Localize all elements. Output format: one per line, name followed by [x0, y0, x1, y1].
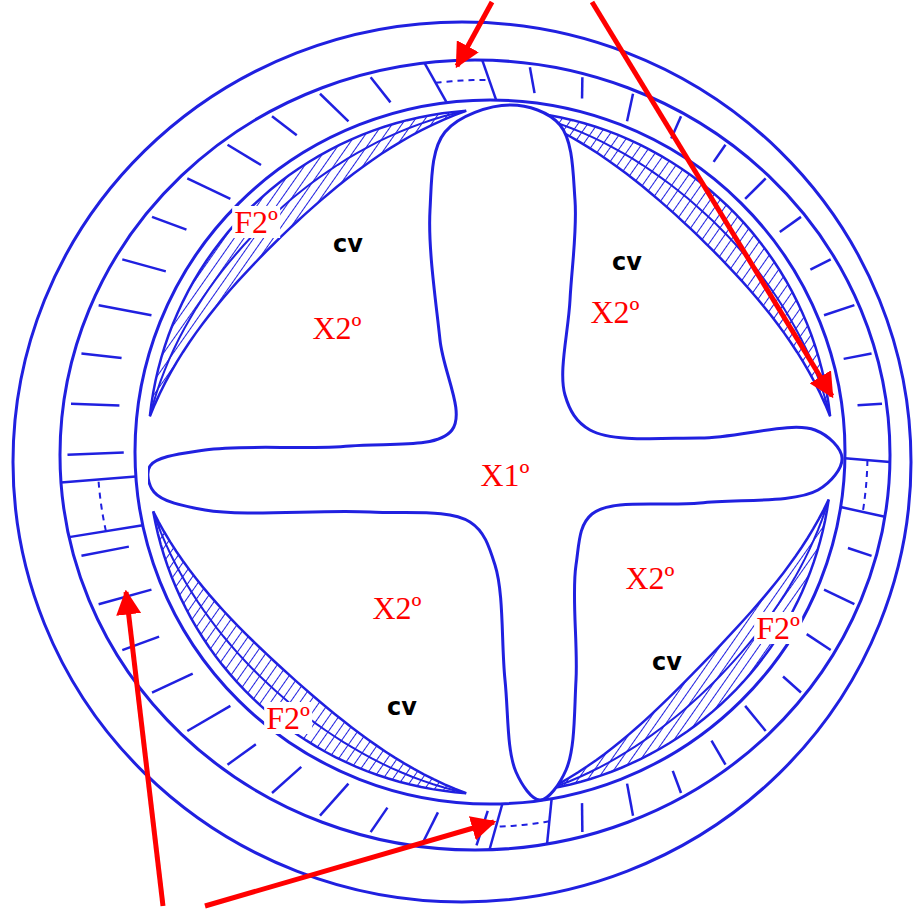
tissue-label: X2º	[310, 312, 363, 344]
dashed-cell	[496, 821, 549, 826]
cell-wall	[807, 634, 831, 650]
cell-wall	[320, 94, 348, 122]
cell-wall	[824, 305, 854, 315]
cell-wall	[745, 178, 766, 199]
cell-wall	[671, 116, 681, 138]
cell-wall	[810, 259, 830, 269]
cell-wall	[71, 404, 119, 406]
dashed-cell	[436, 80, 490, 83]
cell-wall	[152, 217, 186, 230]
cell-wall	[711, 741, 725, 765]
cambium-label: cv	[650, 650, 684, 674]
cambium-line	[150, 111, 466, 416]
pericycle-outline	[135, 100, 845, 804]
tissue-label: X2º	[623, 562, 676, 594]
cambium-label: cv	[610, 250, 644, 274]
tissue-label: F2º	[264, 702, 312, 734]
tissue-label: X1º	[480, 459, 529, 491]
cell-wall	[673, 771, 681, 793]
cell-wall	[783, 676, 801, 692]
cell-wall	[122, 259, 166, 271]
cell-wall	[99, 590, 152, 605]
cell-wall	[824, 590, 854, 605]
cell-walls	[61, 60, 890, 850]
phloem-strip	[153, 511, 466, 793]
endodermis-outline	[60, 60, 890, 850]
cell-wall	[81, 354, 121, 358]
cell-wall	[780, 217, 801, 232]
cell-wall	[858, 404, 882, 405]
cell-wall	[228, 145, 261, 165]
cell-wall	[228, 744, 256, 764]
tissue-label: F2º	[754, 612, 802, 644]
cell-wall	[152, 674, 193, 693]
dashed-cell	[98, 480, 105, 532]
cell-wall	[477, 811, 488, 846]
cell-wall	[320, 784, 348, 816]
cell-wall	[581, 803, 584, 832]
cambium-label: cv	[385, 695, 419, 719]
cell-wall	[714, 145, 726, 162]
cambium-label: cv	[331, 232, 365, 256]
cell-wall	[61, 477, 136, 483]
cell-wall	[122, 637, 159, 650]
cell-wall	[371, 77, 391, 102]
cell-wall	[68, 452, 124, 454]
outer-cortex-outline	[13, 22, 911, 902]
cell-wall	[272, 116, 297, 135]
pointer-arrow	[126, 592, 163, 906]
cell-wall	[745, 706, 766, 731]
pointer-arrow	[592, 2, 832, 396]
cell-wall	[81, 547, 128, 556]
cell-wall	[530, 67, 535, 93]
pointer-arrow	[205, 822, 494, 906]
cell-wall	[371, 808, 388, 832]
cell-wall	[844, 354, 872, 359]
cambium-line	[153, 511, 466, 793]
cell-wall	[272, 767, 301, 793]
tissue-label: F2º	[232, 206, 280, 238]
cell-wall	[581, 77, 584, 98]
cell-wall	[627, 784, 633, 816]
phloem-strip	[549, 500, 828, 789]
cell-wall	[423, 812, 438, 842]
tissue-label: X2º	[370, 592, 423, 624]
cell-wall	[848, 548, 872, 556]
phloem-strip	[150, 111, 466, 416]
cell-wall	[99, 305, 152, 315]
tissue-label: X2º	[588, 296, 641, 328]
cell-wall	[187, 706, 230, 731]
pointer-arrow	[457, 2, 492, 66]
cell-wall	[187, 178, 230, 199]
dashed-cell	[863, 460, 868, 512]
cambium-line	[549, 500, 828, 789]
cell-wall	[627, 94, 633, 122]
